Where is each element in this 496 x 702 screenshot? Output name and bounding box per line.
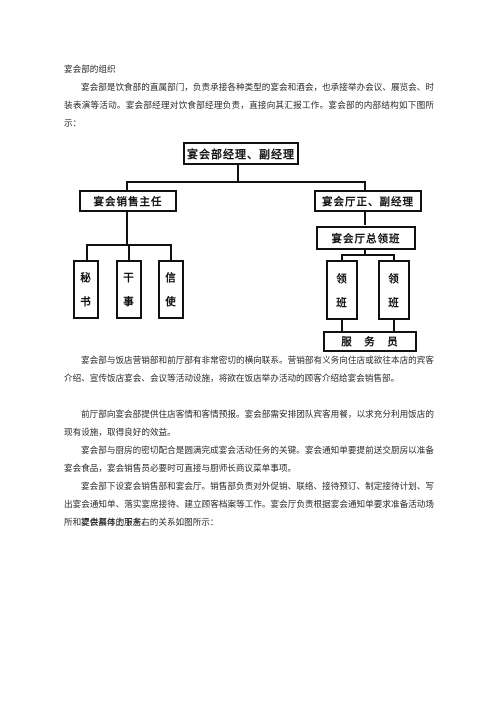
connector-bottom-right [393, 319, 395, 332]
paragraph-closing: 宴会部与上下左右的关系如图所示： [81, 518, 219, 528]
connector-right-down [364, 211, 366, 225]
box-captain-2-char-1: 领 [388, 272, 400, 285]
box-messenger: 信 使 [158, 260, 184, 319]
box-secretary: 秘 书 [73, 260, 99, 319]
connector-right-child-2 [393, 254, 395, 261]
box-clerk-char-1: 干 [123, 272, 135, 285]
box-captain-1-char-1: 领 [336, 272, 348, 285]
paragraph-intro: 宴会部是饮食部的直属部门，负责承接各种类型的宴会和酒会，也承接举办会议、展览会、… [64, 83, 434, 129]
box-messenger-char-2: 使 [165, 295, 177, 308]
box-secretary-char-2: 书 [80, 295, 92, 308]
paragraph-marketing-relation: 宴会部与饭店营销部和前厅部有非常密切的横向联系。营销部有义务向住店或欲往本店的宾… [64, 356, 434, 384]
connector-right-child-1 [341, 254, 343, 261]
box-chief-captain: 宴会厅总领班 [316, 226, 416, 250]
connector-main-horizontal [126, 181, 366, 183]
connector-left-child-3 [170, 244, 172, 261]
box-captain-1: 领 班 [326, 260, 358, 320]
box-clerk-char-2: 事 [123, 295, 135, 308]
box-clerk: 干 事 [116, 260, 142, 319]
connector-top-down [237, 164, 239, 182]
connector-sub-down [364, 249, 366, 255]
connector-left-down [126, 211, 128, 245]
box-secretary-char-1: 秘 [80, 272, 92, 285]
box-captain-2-char-2: 班 [388, 296, 400, 309]
box-waiters: 服 务 员 [323, 331, 417, 352]
box-messenger-char-1: 信 [165, 272, 177, 285]
connector-to-right-branch [364, 181, 366, 191]
connector-to-left-branch [126, 181, 128, 191]
box-captain-2: 领 班 [378, 260, 410, 320]
org-chart: 宴会部经理、副经理 宴会销售主任 宴会厅正、副经理 宴会厅总领班 秘 书 干 事… [73, 142, 422, 352]
section-heading: 宴会部的组织 [64, 65, 116, 75]
connector-left-child-1 [86, 244, 88, 261]
connector-left-child-2 [128, 244, 130, 261]
paragraph-subdivisions: 宴会部下设宴会销售部和宴会厅。销售部负责对外促销、联络、接待预订、制定接待计划、… [64, 482, 434, 528]
connector-bottom-left [341, 319, 343, 332]
box-department-manager: 宴会部经理、副经理 [183, 142, 299, 165]
connector-right-horizontal [341, 254, 395, 256]
box-hall-manager: 宴会厅正、副经理 [314, 190, 422, 212]
box-sales-director: 宴会销售主任 [79, 190, 177, 212]
box-captain-1-char-2: 班 [336, 296, 348, 309]
paragraph-front-office-relation: 前厅部向宴会部提供住店客情和客情预报。宴会部需安排团队宾客用餐，以求充分利用饭店… [64, 410, 434, 438]
paragraph-kitchen-relation: 宴会部与厨房的密切配合是圆满完成宴会活动任务的关键。宴会通知单要提前送交厨房以准… [64, 446, 434, 474]
